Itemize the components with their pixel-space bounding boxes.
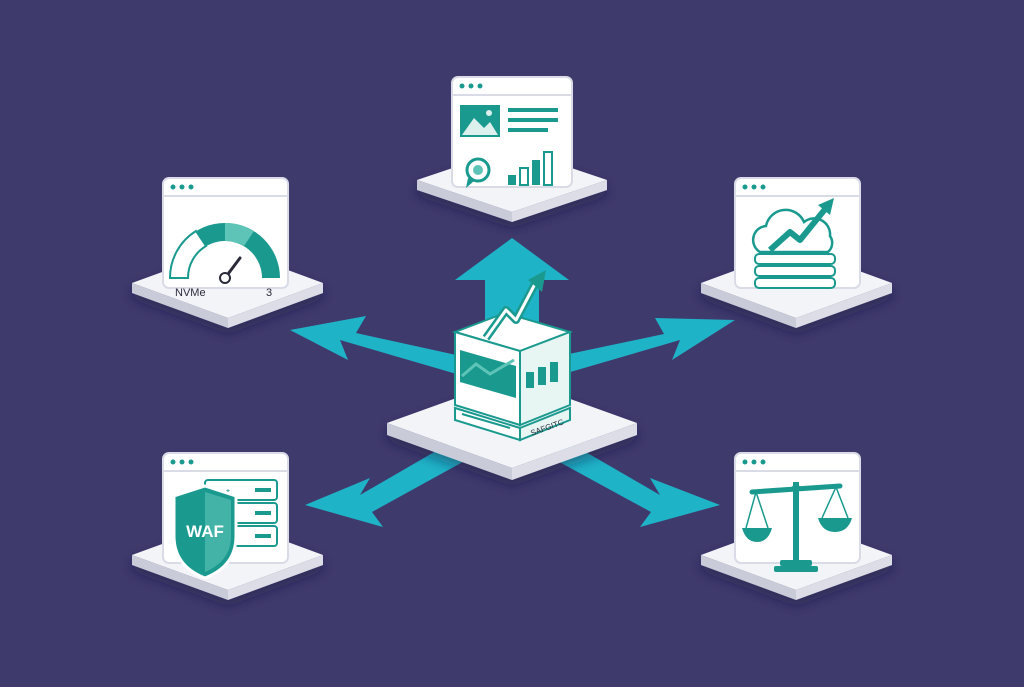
node-bottom-right (734, 452, 861, 572)
node-center: SAFGITC (451, 270, 574, 442)
cloud-storage-growth-icon (751, 198, 836, 289)
node-right (734, 177, 861, 289)
gauge-value: 3 (266, 287, 272, 299)
shield-label: WAF (186, 522, 224, 541)
speedometer-icon (168, 222, 280, 284)
arrow-upper-right (550, 318, 735, 375)
node-left: NVMe 3 (162, 177, 289, 299)
node-top (451, 76, 573, 188)
arrow-lower-left (305, 440, 470, 527)
arrows (290, 238, 735, 527)
node-bottom-left: * WAF (162, 452, 289, 580)
gauge-label: NVMe (175, 287, 206, 299)
arrow-lower-right (552, 440, 720, 527)
arrow-up (455, 238, 569, 330)
analytics-dashboard-icon (460, 105, 558, 188)
balance-scale-icon (742, 482, 852, 572)
waf-shield-icon: * (172, 479, 278, 580)
server-growth-icon (451, 270, 574, 442)
arrow-upper-left (290, 316, 470, 375)
